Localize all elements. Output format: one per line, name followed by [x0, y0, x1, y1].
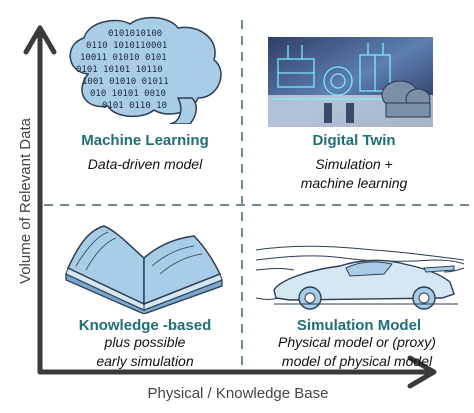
simulation-model-title: Simulation Model — [296, 317, 422, 334]
machine-learning-desc-line-1: Data-driven model — [87, 156, 203, 172]
digital-twin-title: Digital Twin — [312, 132, 396, 149]
digital-twin-desc-line-2: machine learning — [300, 175, 408, 191]
knowledge-based-desc: plus possible early simulation — [45, 333, 245, 371]
svg-text:0110 1010110001: 0110 1010110001 — [86, 41, 167, 51]
svg-text:010 10101 0010: 010 10101 0010 — [90, 89, 166, 99]
simulation-model-desc-line-2: model of physical model — [281, 353, 433, 369]
race-car-airflow-icon — [255, 245, 465, 310]
digital-twin-desc: Simulation + machine learning — [254, 155, 454, 193]
knowledge-based-title: Knowledge -based — [78, 317, 212, 334]
svg-text:10011 01010 0101: 10011 01010 0101 — [80, 53, 167, 63]
open-book-icon — [65, 225, 223, 314]
knowledge-based-desc-line-1: plus possible — [104, 334, 186, 350]
x-axis-label: Physical / Knowledge Base — [147, 385, 329, 402]
machine-learning-desc: Data-driven model — [45, 155, 245, 174]
brain-binary-icon: 0101010100 0110 1010110001 10011 01010 0… — [69, 16, 222, 124]
simulation-model-desc: Physical model or (proxy) model of physi… — [247, 333, 467, 371]
y-axis-arrowhead — [23, 25, 57, 55]
svg-text:0101010100: 0101010100 — [108, 29, 162, 39]
svg-text:1001 01010 01011: 1001 01010 01011 — [82, 77, 169, 87]
svg-text:0101 0110 10: 0101 0110 10 — [102, 101, 167, 111]
y-axis-label: Volume of Relevant Data — [17, 118, 34, 284]
x-axis-arrowhead — [407, 355, 437, 389]
digital-twin-factory-image — [268, 37, 433, 127]
knowledge-based-desc-line-2: early simulation — [96, 353, 194, 369]
svg-text:0101 10101 10110: 0101 10101 10110 — [76, 65, 163, 75]
digital-twin-desc-line-1: Simulation + — [315, 156, 393, 172]
simulation-model-desc-line-1: Physical model or (proxy) — [278, 334, 436, 350]
machine-learning-title: Machine Learning — [81, 132, 209, 149]
